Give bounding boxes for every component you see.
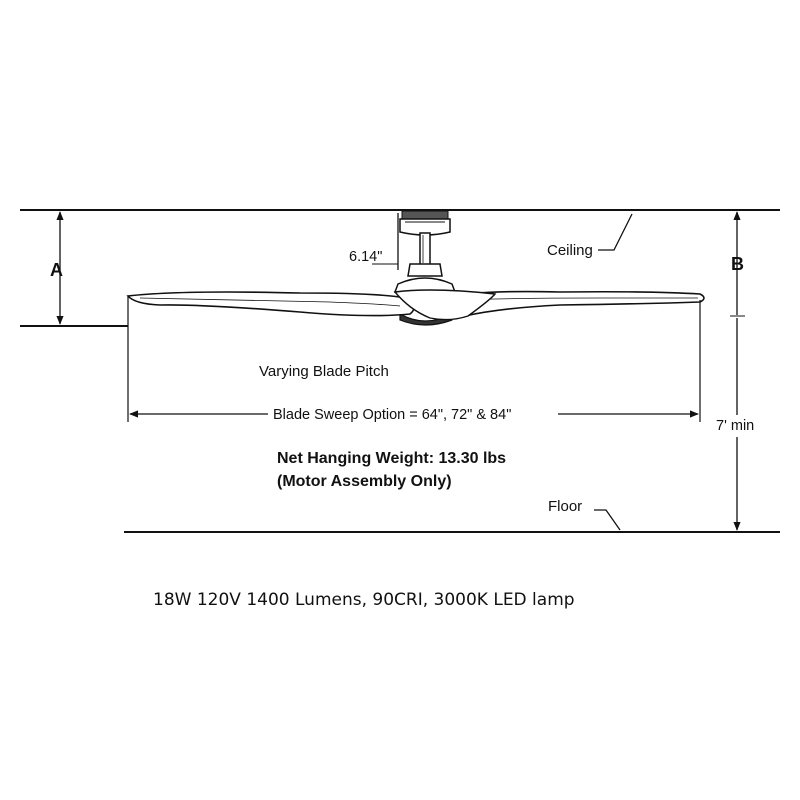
downrod-label: 6.14" — [349, 249, 382, 265]
blade-sweep-label: Blade Sweep Option = 64", 72" & 84" — [273, 407, 511, 423]
center-blade — [393, 289, 497, 321]
weight-line-2: (Motor Assembly Only) — [277, 473, 452, 490]
floor-leader — [594, 509, 621, 531]
floor-label: Floor — [548, 498, 582, 515]
ceiling-leader — [598, 213, 633, 251]
dimension-b-label: B — [731, 254, 744, 274]
blade-sweep-dimension — [127, 296, 701, 422]
ceiling-canopy — [399, 210, 451, 236]
dimension-a-label: A — [50, 260, 63, 280]
dimension-b — [730, 211, 745, 317]
lamp-spec-caption: 18W 120V 1400 Lumens, 90CRI, 3000K LED l… — [153, 590, 575, 610]
weight-line-1: Net Hanging Weight: 13.30 lbs — [277, 450, 506, 467]
left-blade — [126, 291, 415, 317]
downrod-dimension — [372, 213, 399, 270]
downrod — [419, 232, 431, 266]
ceiling-label: Ceiling — [547, 242, 593, 259]
fan-blades — [126, 289, 705, 321]
blade-pitch-label: Varying Blade Pitch — [259, 363, 389, 380]
min-height-label: 7' min — [716, 418, 754, 434]
